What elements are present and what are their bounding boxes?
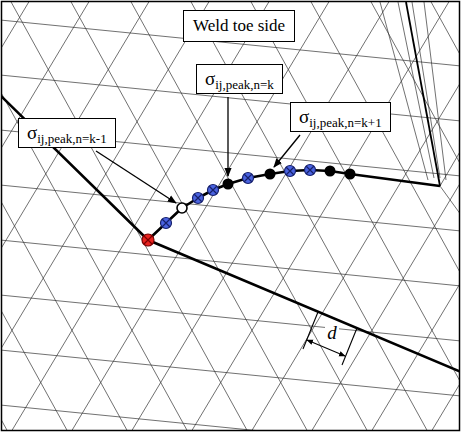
stress-symbol: σij,peak,n=k+1 [299,105,382,129]
region-label: Weld toe side [193,14,285,38]
blue-crossed-point [161,165,316,229]
symbol-subscript: ij,peak,n=k-1 [37,131,106,146]
symbol-base: σ [299,106,309,127]
dimension-d [303,312,357,365]
leader-arrow [227,97,228,176]
symbol-base: σ [27,122,37,143]
black-node-point [223,166,356,190]
symbol-base: σ [205,68,215,89]
region-label-box: Weld toe side [183,10,295,42]
symbol-subscript: ij,peak,n=k [215,77,274,92]
leader-arrows [96,97,300,203]
stress-symbol: σij,peak,n=k-1 [27,121,107,145]
stress-label-box: σij,peak,n=k-1 [18,118,116,148]
stress-symbol: σij,peak,n=k [205,67,274,91]
leader-arrow [96,151,176,203]
open-node-point [177,203,187,213]
symbol-subscript: ij,peak,n=k+1 [309,115,381,130]
integration-points [142,165,356,247]
red-crossed-point [142,234,154,246]
leader-arrow [274,135,300,167]
stress-label-box: σij,peak,n=k+1 [290,102,391,132]
dimension-label: d [325,323,339,343]
stress-label-box: σij,peak,n=k [196,64,283,94]
